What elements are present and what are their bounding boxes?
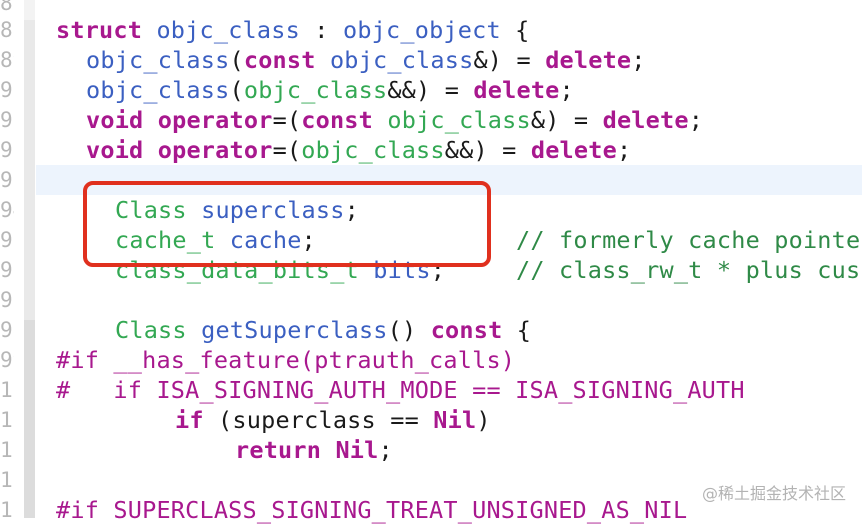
code-comment-95: // formerly cache pointe [516, 226, 861, 254]
line-number: 98 [0, 318, 14, 342]
line-number: 92 [0, 138, 14, 162]
line-number: 89 [0, 48, 14, 72]
code-fold-ribbon-struct[interactable] [24, 20, 35, 320]
line-number: 88 [0, 18, 14, 42]
line-number: 97 [0, 288, 14, 312]
code-fold-ribbon-function[interactable] [24, 320, 35, 518]
code-line-88: struct objc_class : objc_object { [56, 16, 530, 44]
line-number: 87 [0, 0, 14, 15]
code-line-94: Class superclass; [115, 196, 359, 224]
line-number: 99 [0, 348, 14, 372]
line-number: 90 [0, 78, 14, 102]
line-number: 96 [0, 258, 14, 282]
code-line-101: if (superclass == Nil) [175, 406, 491, 434]
line-number: 104 [0, 498, 14, 522]
code-line-98: Class getSuperclass() const { [115, 316, 532, 344]
line-number: 95 [0, 228, 14, 252]
code-line-100: # if ISA_SIGNING_AUTH_MODE == ISA_SIGNIN… [56, 376, 745, 404]
line-number: 102 [0, 438, 14, 462]
code-line-102: return Nil; [235, 436, 393, 464]
code-line-99: #if __has_feature(ptrauth_calls) [56, 346, 516, 374]
highlight-annotation-box [83, 181, 491, 267]
code-line-92: void operator=(objc_class&&) = delete; [86, 136, 632, 164]
line-number: 103 [0, 468, 14, 492]
code-line-96: class_data_bits_t bits; [115, 256, 446, 284]
code-line-89: objc_class(const objc_class&) = delete; [86, 46, 646, 74]
code-line-91: void operator=(const objc_class&) = dele… [86, 106, 704, 134]
line-number: 94 [0, 198, 14, 222]
line-number: 100 [0, 378, 14, 402]
line-number: 91 [0, 108, 14, 132]
code-line-104: #if SUPERCLASS_SIGNING_TREAT_UNSIGNED_AS… [56, 496, 688, 524]
code-line-95: cache_t cache; [115, 226, 316, 254]
code-comment-96: // class_rw_t * plus cus [516, 256, 861, 284]
line-number: 93 [0, 168, 14, 192]
watermark: @稀土掘金技术社区 [701, 484, 846, 503]
current-line-highlight [36, 165, 862, 195]
line-number: 101 [0, 408, 14, 432]
code-line-90: objc_class(objc_class&&) = delete; [86, 76, 574, 104]
